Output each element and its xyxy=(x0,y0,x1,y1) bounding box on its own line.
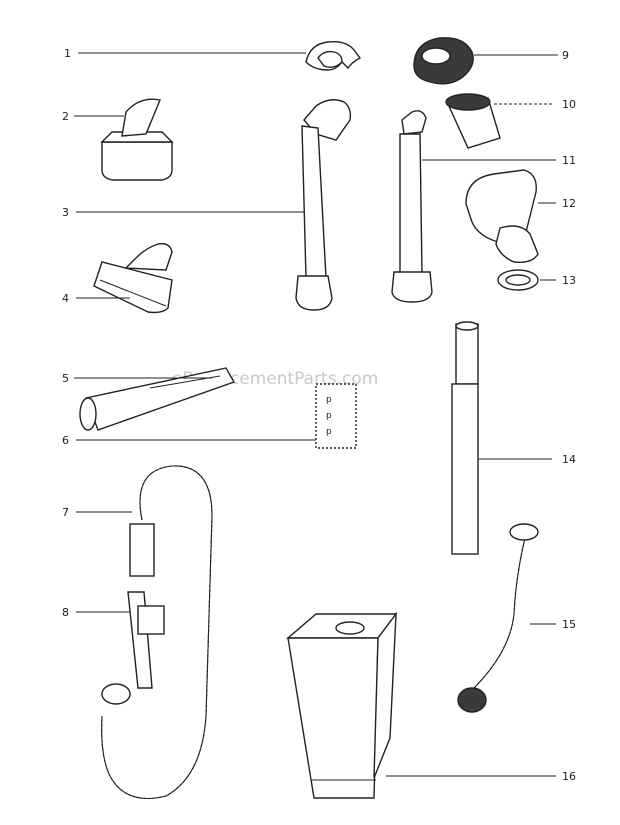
part-15-short-hose xyxy=(457,523,539,713)
label-1: 1 xyxy=(64,47,71,60)
label-4: 4 xyxy=(62,292,69,305)
part-2-upholstery-nozzle xyxy=(100,98,174,181)
part-5-crevice-tool xyxy=(79,367,236,431)
svg-text:p: p xyxy=(326,427,332,437)
part-16-dust-bag xyxy=(286,611,398,799)
label-2: 2 xyxy=(62,110,69,123)
part-10-coupling xyxy=(445,93,501,149)
label-6: 6 xyxy=(62,434,69,447)
label-11: 11 xyxy=(562,154,576,167)
label-7: 7 xyxy=(62,506,69,519)
part-4-floor-tool xyxy=(93,242,173,314)
part-8-hose-handle xyxy=(127,591,165,689)
label-14: 14 xyxy=(562,453,576,466)
part-11-wand xyxy=(391,110,433,303)
part-13-o-ring xyxy=(497,269,539,291)
label-13: 13 xyxy=(562,274,576,287)
part-1-clip xyxy=(305,40,362,71)
label-16: 16 xyxy=(562,770,576,783)
label-9: 9 xyxy=(562,49,569,62)
part-12-elbow xyxy=(465,169,539,264)
svg-text:p: p xyxy=(326,395,332,405)
label-5: 5 xyxy=(62,372,69,385)
part-14-straight-wand xyxy=(451,321,479,555)
part-7-hose xyxy=(101,465,213,800)
svg-text:p: p xyxy=(326,411,332,421)
part-3-extension-wand xyxy=(295,99,352,311)
label-10: 10 xyxy=(562,98,576,111)
part-9-clamp xyxy=(413,37,474,85)
label-12: 12 xyxy=(562,197,576,210)
label-3: 3 xyxy=(62,206,69,219)
part-6-screw-pack: p p p xyxy=(315,383,357,449)
label-8: 8 xyxy=(62,606,69,619)
label-15: 15 xyxy=(562,618,576,631)
